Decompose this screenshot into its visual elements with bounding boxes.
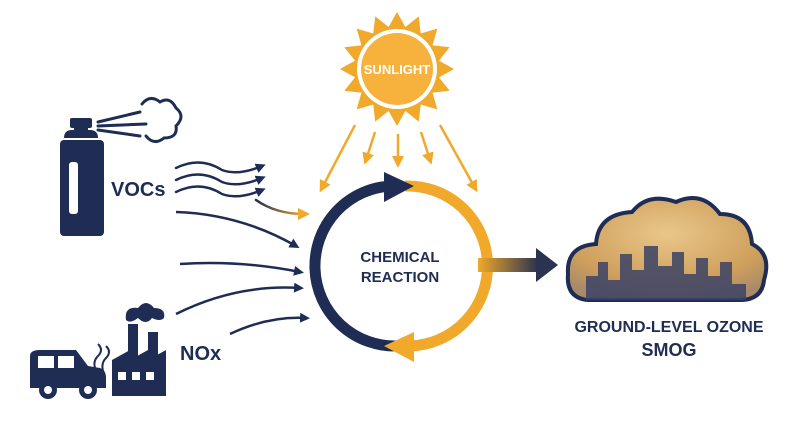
smog-label: SMOG xyxy=(641,340,696,360)
factory-icon xyxy=(112,303,166,396)
city-skyline-icon xyxy=(586,246,746,300)
sunlight-label: SUNLIGHT xyxy=(364,62,431,77)
voc-flow-lines xyxy=(174,161,310,220)
output-arrow xyxy=(478,248,558,282)
reaction-label-line2: REACTION xyxy=(361,269,439,286)
car-icon xyxy=(30,350,106,399)
reaction-label-line1: CHEMICAL xyxy=(360,249,439,266)
spray-can-icon xyxy=(60,118,104,236)
spray-mist-icon xyxy=(96,97,183,143)
nox-label: NOx xyxy=(180,343,221,365)
sunlight-arrows xyxy=(319,124,478,193)
vocs-label: VOCs xyxy=(111,179,165,201)
reaction-cycle xyxy=(309,172,493,362)
cloud-icon xyxy=(565,196,769,302)
sun-icon xyxy=(339,11,455,127)
exhaust-fumes xyxy=(93,343,110,375)
ozone-label: GROUND-LEVEL OZONE xyxy=(574,319,763,336)
input-arrows xyxy=(175,210,310,336)
